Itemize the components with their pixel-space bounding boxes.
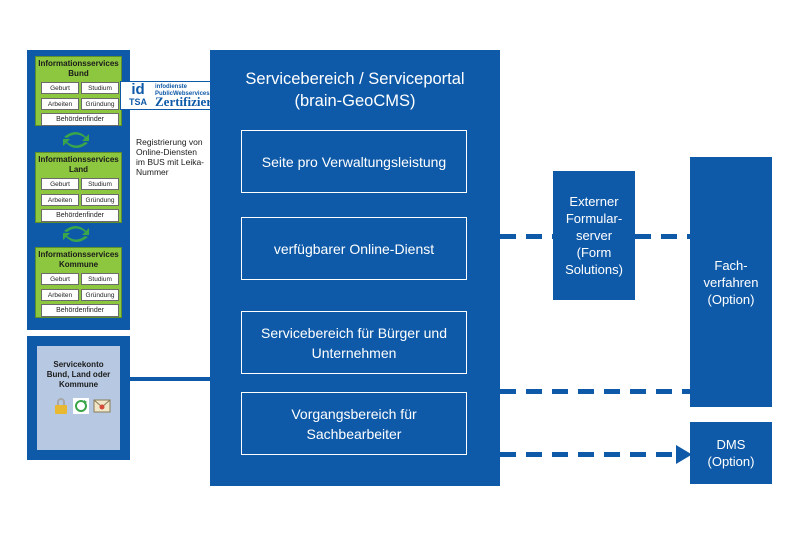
box-vorgangsbereich-label: Vorgangsbereich für Sachbearbeiter	[291, 405, 417, 442]
servicekonto-icons	[53, 398, 113, 414]
info-panel-title: Informationsservices Bund	[38, 59, 119, 78]
cert-logo-id: id	[131, 81, 145, 98]
box-verwaltungsleistung: Seite pro Verwaltungsleistung	[241, 130, 467, 193]
fachverfahren-box: Fach-verfahren (Option)	[690, 157, 772, 407]
box-servicebereich: Servicebereich für Bürger und Unternehme…	[241, 311, 467, 374]
refresh-icon	[73, 398, 89, 414]
cert-big-text: Zertifiziert	[155, 94, 217, 109]
dash-formserver-to-fachverfahren	[635, 234, 690, 239]
behoerdenfinder-button[interactable]: Behördenfinder	[41, 113, 119, 126]
behoerdenfinder-button[interactable]: Behördenfinder	[41, 209, 119, 222]
behoerdenfinder-button[interactable]: Behördenfinder	[41, 304, 119, 317]
box-vorgangsbereich: Vorgangsbereich für Sachbearbeiter	[241, 392, 467, 455]
fachverfahren-label: Fach-verfahren (Option)	[703, 257, 759, 307]
servicekonto-box: Servicekonto Bund, Land oder Kommune	[37, 346, 120, 450]
topic-chip[interactable]: Geburt	[41, 273, 79, 285]
portal-title-line2: (brain-GeoCMS)	[294, 92, 416, 110]
topic-chip[interactable]: Arbeiten	[41, 289, 79, 301]
topic-chip[interactable]: Geburt	[41, 178, 79, 190]
topic-chip[interactable]: Arbeiten	[41, 194, 79, 206]
dash-portal-to-formserver	[500, 234, 553, 239]
info-panel-title: Informationsservices Kommune	[38, 250, 119, 269]
dash-portal-to-fachverfahren	[500, 389, 690, 394]
topic-chip[interactable]: Geburt	[41, 82, 79, 94]
topic-chip[interactable]: Studium	[81, 82, 119, 94]
arrowhead-icon	[676, 445, 692, 464]
box-verwaltungsleistung-label: Seite pro Verwaltungsleistung	[261, 153, 447, 170]
box-online-dienst-label: verfügbarer Online-Dienst	[273, 240, 435, 257]
topic-chip[interactable]: Gründung	[81, 194, 119, 206]
topic-chip[interactable]: Gründung	[81, 98, 119, 110]
topic-chip[interactable]: Studium	[81, 178, 119, 190]
lock-icon	[55, 398, 67, 414]
portal-title-line1: Servicebereich / Serviceportal	[245, 70, 465, 88]
formularserver-box: Externer Formular-server (Form Solutions…	[553, 171, 635, 300]
info-panel-title: Informationsservices Land	[38, 155, 119, 174]
sync-arrow-icon-1	[63, 132, 89, 148]
portal-title: Servicebereich / Serviceportal (brain-Ge…	[210, 68, 500, 112]
sync-arrow-icon-2	[63, 226, 89, 242]
dms-box: DMS (Option)	[690, 422, 772, 484]
service-portal: Servicebereich / Serviceportal (brain-Ge…	[210, 50, 500, 486]
formularserver-label: Externer Formular-server (Form Solutions…	[565, 194, 623, 277]
mail-icon	[93, 399, 111, 413]
topic-chip[interactable]: Studium	[81, 273, 119, 285]
topic-chip[interactable]: Gründung	[81, 289, 119, 301]
cert-logo-org: TSA	[129, 97, 147, 107]
servicekonto-connector	[130, 377, 210, 381]
dms-label: DMS (Option)	[707, 437, 755, 469]
registration-note: Registrierung von Online-Diensten im BUS…	[136, 137, 205, 177]
dash-portal-to-dms	[500, 452, 680, 457]
cert-small-text: infodienste PublicWebservices	[155, 84, 210, 97]
cert-logo: id TSA	[123, 81, 153, 109]
servicekonto-title: Servicekonto Bund, Land oder Kommune	[46, 360, 111, 389]
topic-chip[interactable]: Arbeiten	[41, 98, 79, 110]
box-servicebereich-label: Servicebereich für Bürger und Unternehme…	[261, 324, 447, 361]
box-online-dienst: verfügbarer Online-Dienst	[241, 217, 467, 280]
